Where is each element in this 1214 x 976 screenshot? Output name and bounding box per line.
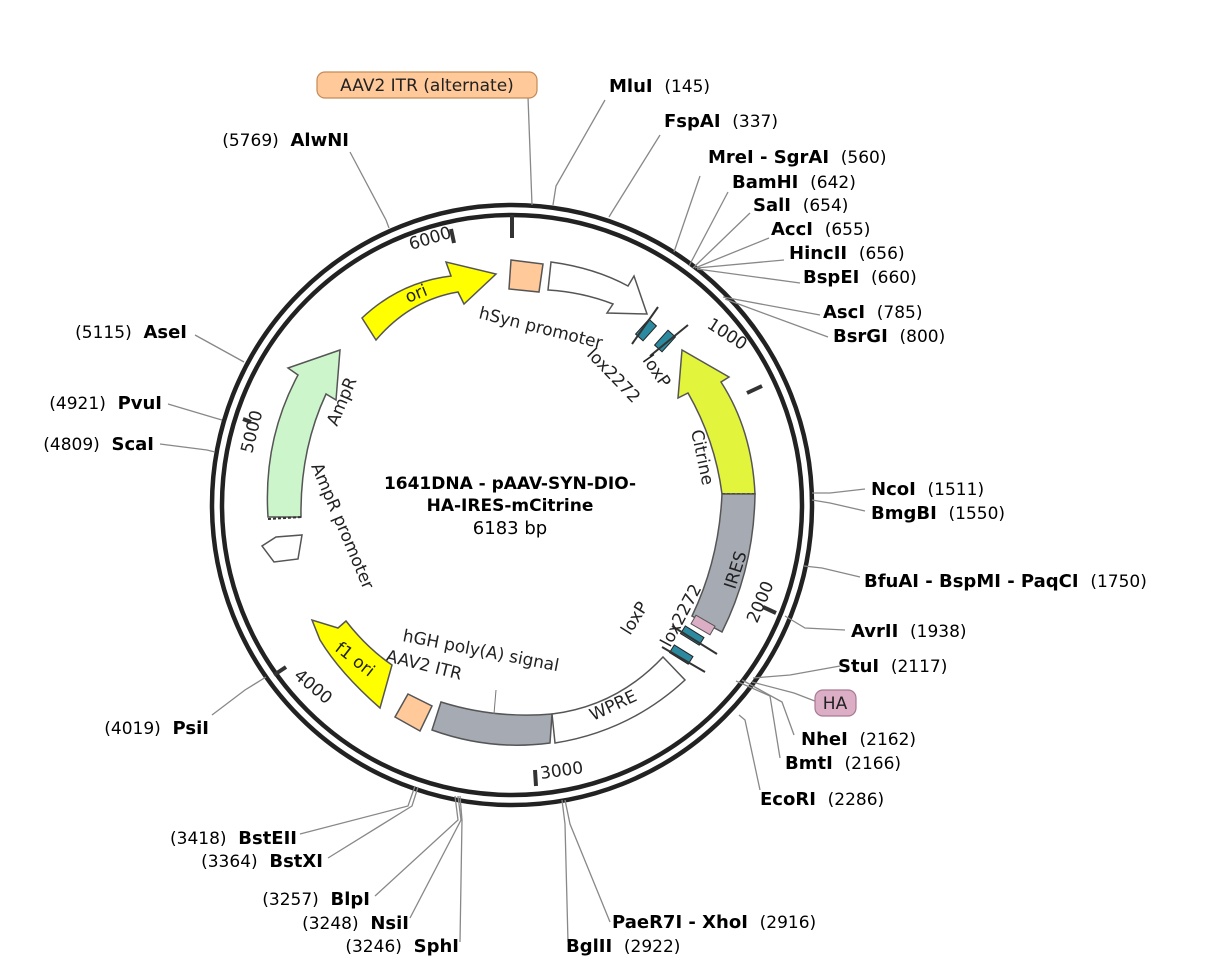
site-labels-right: MluI (145) FspAI (337) MreI - SgrAI (560…: [566, 76, 1147, 957]
site-label-scai[interactable]: (4809) ScaI: [43, 434, 154, 455]
tick-label-6000: 6000: [407, 223, 454, 255]
site-leader-lines-left: [159, 151, 463, 943]
backbone-outer-ring: [209, 202, 815, 808]
site-label-bamhi[interactable]: BamHI (642): [732, 172, 856, 193]
citrine-feature[interactable]: [677, 348, 756, 495]
site-label-asci[interactable]: AscI (785): [823, 302, 922, 323]
lox2272-top-feature[interactable]: [634, 318, 658, 342]
site-label-bmti[interactable]: BmtI (2166): [785, 753, 901, 774]
loxp-bottom-label: loxP: [617, 598, 652, 638]
hsyn-promoter-feature[interactable]: [547, 261, 649, 315]
site-label-mrei-sgrai[interactable]: MreI - SgrAI (560): [708, 147, 887, 168]
ampr-promoter-label: AmpR promoter: [306, 460, 377, 592]
itr-alternate-badge[interactable]: AAV2 ITR (alternate): [316, 71, 538, 99]
ampr-feature[interactable]: [266, 348, 341, 518]
site-label-sali[interactable]: SalI (654): [753, 195, 848, 216]
loxp-bottom-feature[interactable]: [668, 644, 694, 665]
tick-marks: [242, 215, 777, 787]
site-label-hincii[interactable]: HincII (656): [789, 243, 905, 264]
plasmid-title-line1: 1641DNA - pAAV-SYN-DIO-: [384, 474, 636, 494]
tick-label-2000: 2000: [743, 578, 778, 626]
hgh-polya-feature[interactable]: [431, 701, 553, 746]
site-label-bspei[interactable]: BspEI (660): [803, 267, 917, 288]
f1-ori-feature[interactable]: [310, 618, 393, 710]
tick-label-1000: 1000: [703, 314, 750, 354]
plasmid-size: 6183 bp: [473, 518, 547, 539]
lox2272-bottom-feature[interactable]: [679, 625, 705, 646]
site-label-bstxi[interactable]: (3364) BstXI: [201, 851, 323, 872]
site-leader-lines-right: [552, 99, 866, 943]
site-label-stui[interactable]: StuI (2117): [838, 656, 947, 677]
itr-feature[interactable]: [393, 693, 433, 733]
site-label-nsii[interactable]: (3248) NsiI: [302, 913, 409, 934]
site-label-alwni[interactable]: (5769) AlwNI: [222, 130, 349, 151]
ha-badge-text: HA: [823, 694, 848, 714]
hsyn-promoter-label: hSyn promoter: [477, 303, 605, 353]
wpre-feature[interactable]: [551, 655, 687, 744]
ha-badge[interactable]: HA: [814, 689, 857, 717]
itr-alternate-feature[interactable]: [508, 259, 544, 293]
tick-label-5000: 5000: [237, 408, 267, 455]
site-label-ecori[interactable]: EcoRI (2286): [760, 789, 884, 810]
plasmid-title: 1641DNA - pAAV-SYN-DIO- HA-IRES-mCitrine…: [384, 474, 636, 539]
site-label-blpi[interactable]: (3257) BlpI: [262, 889, 370, 910]
site-label-bsrgi[interactable]: BsrGI (800): [833, 326, 945, 347]
tick-label-3000: 3000: [539, 758, 585, 784]
site-label-pvui[interactable]: (4921) PvuI: [49, 393, 162, 414]
site-label-acci[interactable]: AccI (655): [771, 219, 870, 240]
plasmid-title-line2: HA-IRES-mCitrine: [427, 496, 594, 516]
itr-alternate-badge-text: AAV2 ITR (alternate): [340, 76, 514, 96]
site-label-bglii[interactable]: BglII (2922): [566, 936, 680, 957]
loxp-top-label: loxP: [638, 351, 674, 391]
site-label-psii[interactable]: (4019) PsiI: [104, 718, 209, 739]
site-labels-left: (5769) AlwNI (5115) AseI (4921) PvuI (48…: [43, 130, 459, 957]
site-label-avrii[interactable]: AvrII (1938): [851, 621, 967, 642]
ires-feature[interactable]: [691, 493, 756, 634]
site-label-bsteii[interactable]: (3418) BstEII: [170, 828, 297, 849]
site-label-paer7i-xhoi[interactable]: PaeR7I - XhoI (2916): [612, 912, 816, 933]
ampr-promoter-feature[interactable]: [260, 534, 303, 563]
site-label-sphi[interactable]: (3246) SphI: [345, 936, 459, 957]
site-label-mlui[interactable]: MluI (145): [609, 76, 710, 97]
site-label-nhei[interactable]: NheI (2162): [801, 729, 916, 750]
lox2272-top-label: lox2272: [582, 345, 644, 408]
ori-feature[interactable]: [361, 260, 498, 342]
site-label-bfuai-bspmi-paqci[interactable]: BfuAI - BspMI - PaqCI (1750): [864, 571, 1147, 592]
site-label-asei[interactable]: (5115) AseI: [75, 322, 187, 343]
site-label-fspai[interactable]: FspAI (337): [664, 111, 778, 132]
ha-feature[interactable]: [690, 614, 716, 636]
site-label-ncoi[interactable]: NcoI (1511): [871, 479, 984, 500]
site-label-bmgbi[interactable]: BmgBI (1550): [871, 503, 1005, 524]
